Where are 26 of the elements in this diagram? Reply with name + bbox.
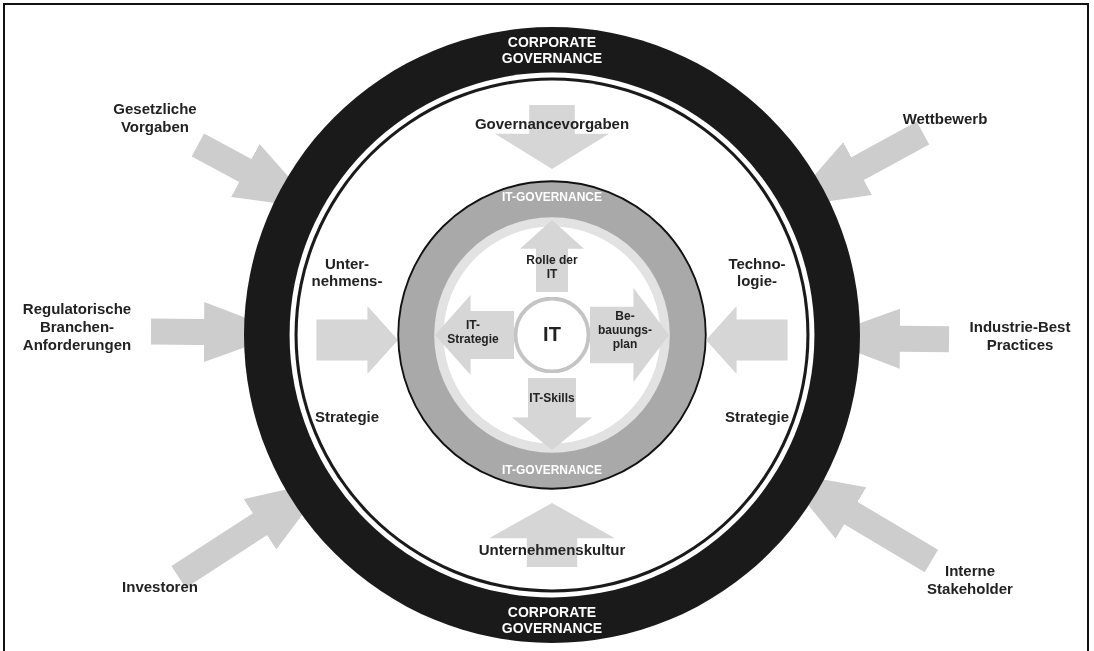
block-arrow	[512, 378, 592, 450]
governance-ring	[244, 27, 860, 643]
factor-label: Regulatorische Branchen-Anforderungen	[4, 300, 150, 362]
factor-label: Investoren	[100, 578, 220, 600]
arrow-label: IT- Strategie	[446, 319, 500, 347]
arrow-label: Be- bauungs- plan	[597, 310, 653, 352]
factor-label: Gesetzliche Vorgaben	[95, 100, 215, 144]
arrow-label: Rolle der IT	[525, 254, 579, 282]
block-arrow	[435, 295, 514, 375]
ring-title: CORPORATE GOVERNANCE	[500, 604, 604, 637]
arrow-label: Governancevorgaben	[473, 115, 631, 133]
block-arrow	[590, 288, 669, 382]
factor-label: Interne Stakeholder	[905, 562, 1035, 606]
arrow-label: IT-Skills	[528, 392, 576, 406]
factor-label: Wettbewerb	[880, 110, 1010, 132]
arrow-label: Strategie	[723, 407, 791, 425]
arrow-label: Unternehmenskultur	[477, 541, 627, 559]
arrow-label: Unter- nehmens-	[310, 255, 384, 290]
center-label: IT	[542, 323, 562, 346]
ring-title: IT-GOVERNANCE	[501, 464, 603, 478]
arrow-label: Techno- logie-	[727, 255, 787, 290]
ring-title: IT-GOVERNANCE	[501, 191, 603, 205]
arrow-label: Strategie	[313, 407, 381, 425]
governance-ring	[397, 180, 707, 490]
factor-label: Industrie-Best Practices	[950, 318, 1090, 362]
ring-title: CORPORATE GOVERNANCE	[500, 34, 604, 67]
